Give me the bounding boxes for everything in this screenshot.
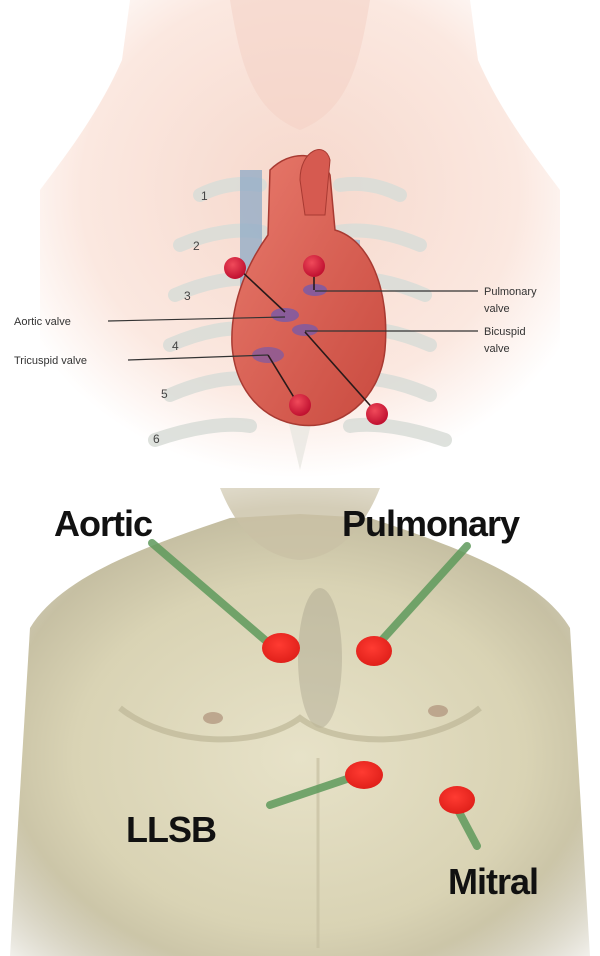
marker-tricuspid-area bbox=[289, 394, 311, 416]
marker-aortic-area bbox=[224, 257, 246, 279]
rib-number-6: 6 bbox=[153, 432, 160, 446]
chest-photo-svg: Aortic Pulmonary LLSB Mitral bbox=[0, 478, 600, 956]
dot-llsb bbox=[345, 761, 383, 789]
valve-highlight-pulmonary bbox=[303, 284, 327, 296]
label-mitral: Mitral bbox=[448, 861, 538, 902]
label-aortic-valve: Aortic valve bbox=[14, 316, 71, 328]
rib-number-5: 5 bbox=[161, 387, 168, 401]
marker-mitral-area bbox=[366, 403, 388, 425]
heart-anatomy-illustration: 1 2 3 4 5 6 bbox=[0, 0, 600, 478]
rib-number-1: 1 bbox=[201, 189, 208, 203]
dot-mitral bbox=[439, 786, 475, 814]
rib-number-3: 3 bbox=[184, 289, 191, 303]
valve-highlight-bicuspid bbox=[292, 324, 318, 336]
label-bicuspid-valve-line1: Bicuspid bbox=[484, 326, 526, 338]
label-llsb: LLSB bbox=[126, 809, 216, 850]
label-tricuspid-valve: Tricuspid valve bbox=[14, 355, 87, 367]
dot-aortic bbox=[262, 633, 300, 663]
marker-pulmonary-area bbox=[303, 255, 325, 277]
label-bicuspid-valve-line2: valve bbox=[484, 343, 510, 355]
rib-number-2: 2 bbox=[193, 239, 200, 253]
dot-pulmonary bbox=[356, 636, 392, 666]
label-aortic: Aortic bbox=[54, 503, 152, 544]
label-pulmonary-valve-line2: valve bbox=[484, 303, 510, 315]
chest-auscultation-photo: Aortic Pulmonary LLSB Mitral bbox=[0, 478, 600, 956]
rib-number-4: 4 bbox=[172, 339, 179, 353]
label-pulmonary-valve-line1: Pulmonary bbox=[484, 286, 537, 298]
valve-highlight-aortic bbox=[271, 308, 299, 322]
heart-anatomy-svg: 1 2 3 4 5 6 bbox=[0, 0, 600, 478]
aortic-arch bbox=[300, 150, 330, 215]
label-pulmonary: Pulmonary bbox=[342, 503, 520, 544]
